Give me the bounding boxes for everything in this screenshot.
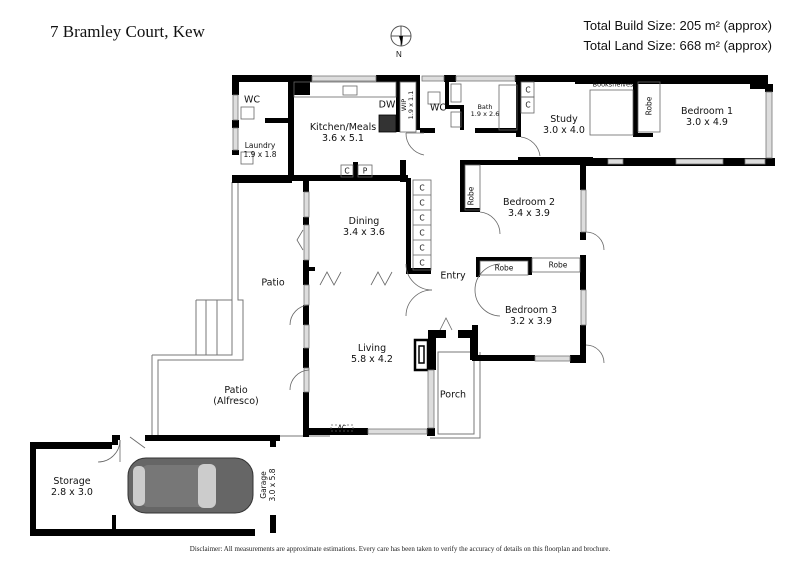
room-dining-dims: 3.4 x 3.6 (343, 227, 385, 238)
room-dining: Dining 3.4 x 3.6 (343, 216, 385, 238)
study-cupboard: C (525, 85, 531, 95)
room-bath: Bath 1.9 x 2.6 (471, 104, 500, 118)
room-garage-name: Garage (259, 471, 268, 499)
room-study-name: Study (550, 114, 578, 125)
room-alfresco-sub: (Alfresco) (213, 396, 259, 407)
room-kitchen-dims: 3.6 x 5.1 (322, 133, 364, 144)
room-bedroom2-name: Bedroom 2 (502, 197, 556, 208)
robe-b: Robe (548, 260, 568, 270)
room-wip: WIP 1.9 x 1.1 (400, 90, 415, 120)
room-bedroom2-dims: 3.4 x 3.9 (508, 208, 550, 219)
room-patio: Patio (261, 277, 285, 289)
room-porch: Porch (439, 389, 467, 401)
room-alfresco-name: Patio (224, 385, 248, 396)
hall-cupboard: C (419, 258, 425, 268)
room-garage-dims: 3.0 x 5.8 (268, 468, 277, 502)
room-wc-2: WC (429, 102, 447, 114)
hall-cupboard: C (419, 213, 425, 223)
room-laundry-name: Laundry (244, 141, 276, 150)
hall-cupboard: C (419, 228, 425, 238)
room-wip-dims: 1.9 x 1.1 (407, 90, 415, 120)
room-storage-dims: 2.8 x 3.0 (51, 487, 93, 498)
room-bedroom2-robe: Robe (466, 186, 476, 206)
size-summary: Total Build Size: 205 m² (approx) Total … (583, 16, 772, 56)
room-bedroom-3: Bedroom 3 3.2 x 3.9 (505, 305, 557, 327)
dishwasher-label: DW (378, 99, 396, 111)
room-study: Study 3.0 x 4.0 (543, 114, 585, 136)
room-bedroom1-name: Bedroom 1 (680, 106, 734, 117)
room-bedroom-1: Bedroom 1 3.0 x 4.9 (681, 106, 733, 128)
room-bedroom1-dims: 3.0 x 4.9 (686, 117, 728, 128)
total-land-size: Total Land Size: 668 m² (approx) (583, 38, 772, 53)
study-cupboard: C (525, 100, 531, 110)
property-address: 7 Bramley Court, Kew (50, 22, 205, 41)
disclaimer: Disclaimer: All measurements are approxi… (189, 545, 611, 553)
room-laundry: Laundry 1.9 x 1.8 (243, 141, 276, 159)
room-laundry-dims: 1.9 x 1.8 (243, 150, 277, 159)
room-living: Living 5.8 x 4.2 (351, 343, 393, 365)
room-patio-alfresco: Patio (Alfresco) (213, 385, 258, 407)
room-storage: Storage 2.8 x 3.0 (51, 476, 93, 498)
room-bedroom1-robe: Robe (644, 96, 654, 116)
room-bedroom3-dims: 3.2 x 3.9 (510, 316, 552, 327)
room-kitchen-name: Kitchen/Meals (309, 122, 377, 133)
kitchen-pantry: P (362, 166, 368, 176)
hall-cupboard: C (419, 198, 425, 208)
room-entry: Entry (440, 270, 466, 282)
room-bath-dims: 1.9 x 2.6 (470, 110, 500, 118)
compass-icon (390, 25, 412, 47)
room-dining-name: Dining (348, 216, 380, 227)
room-bath-name: Bath (477, 103, 493, 111)
hall-cupboard: C (419, 183, 425, 193)
room-garage: Garage 3.0 x 5.8 (259, 468, 277, 501)
room-living-name: Living (357, 343, 387, 354)
total-build-size: Total Build Size: 205 m² (approx) (583, 18, 772, 33)
kitchen-cupboard: C (344, 166, 350, 176)
room-living-dims: 5.8 x 4.2 (351, 354, 393, 365)
compass-north-label: N (396, 50, 402, 59)
room-study-dims: 3.0 x 4.0 (543, 125, 585, 136)
robe-a: Robe (494, 263, 514, 273)
bookshelves-label: Bookshelves (592, 80, 634, 89)
car-icon (127, 457, 254, 514)
room-storage-name: Storage (53, 476, 91, 487)
hall-cupboard: C (419, 243, 425, 253)
room-bedroom-2: Bedroom 2 3.4 x 3.9 (503, 197, 555, 219)
room-wc-1: WC (243, 94, 261, 106)
room-kitchen-meals: Kitchen/Meals 3.6 x 5.1 (310, 122, 376, 144)
air-conditioner-label: AC (337, 423, 347, 432)
room-bedroom3-name: Bedroom 3 (504, 305, 558, 316)
